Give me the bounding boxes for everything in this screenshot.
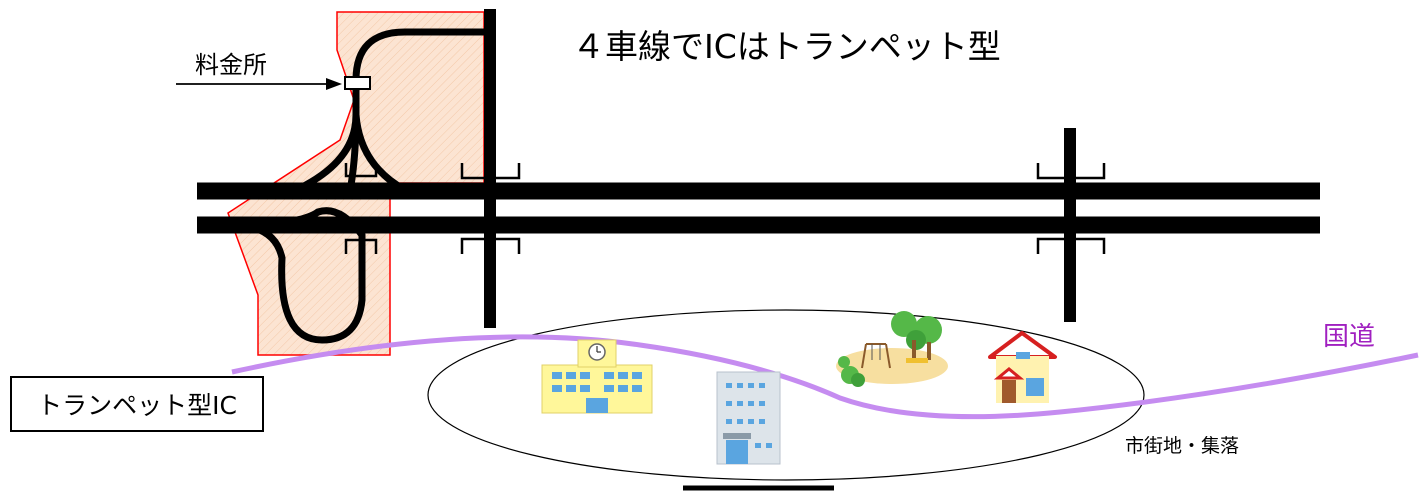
tollgate-booth xyxy=(344,76,371,90)
national-road xyxy=(231,334,1419,420)
bridge-brackets-left xyxy=(460,163,521,254)
interchange-type-label: トランペット型IC xyxy=(37,391,237,420)
trumpet-ramps xyxy=(228,28,494,344)
town-area-outline xyxy=(427,309,1145,481)
office-building-icon xyxy=(716,371,781,465)
house-icon xyxy=(988,331,1057,403)
tollgate-arrow xyxy=(176,78,342,90)
town-label: 市街地・集落 xyxy=(1125,435,1239,457)
interchange-type-caption: トランペット型IC xyxy=(10,376,264,432)
tollgate-label: 料金所 xyxy=(195,51,267,79)
school-building-icon xyxy=(541,339,653,414)
diagram-title: ４車線でICはトランペット型 xyxy=(572,27,1001,66)
national-road-label: 国道 xyxy=(1323,322,1375,352)
bridge-brackets-right xyxy=(1036,163,1106,254)
park-playground-icon xyxy=(836,311,948,387)
